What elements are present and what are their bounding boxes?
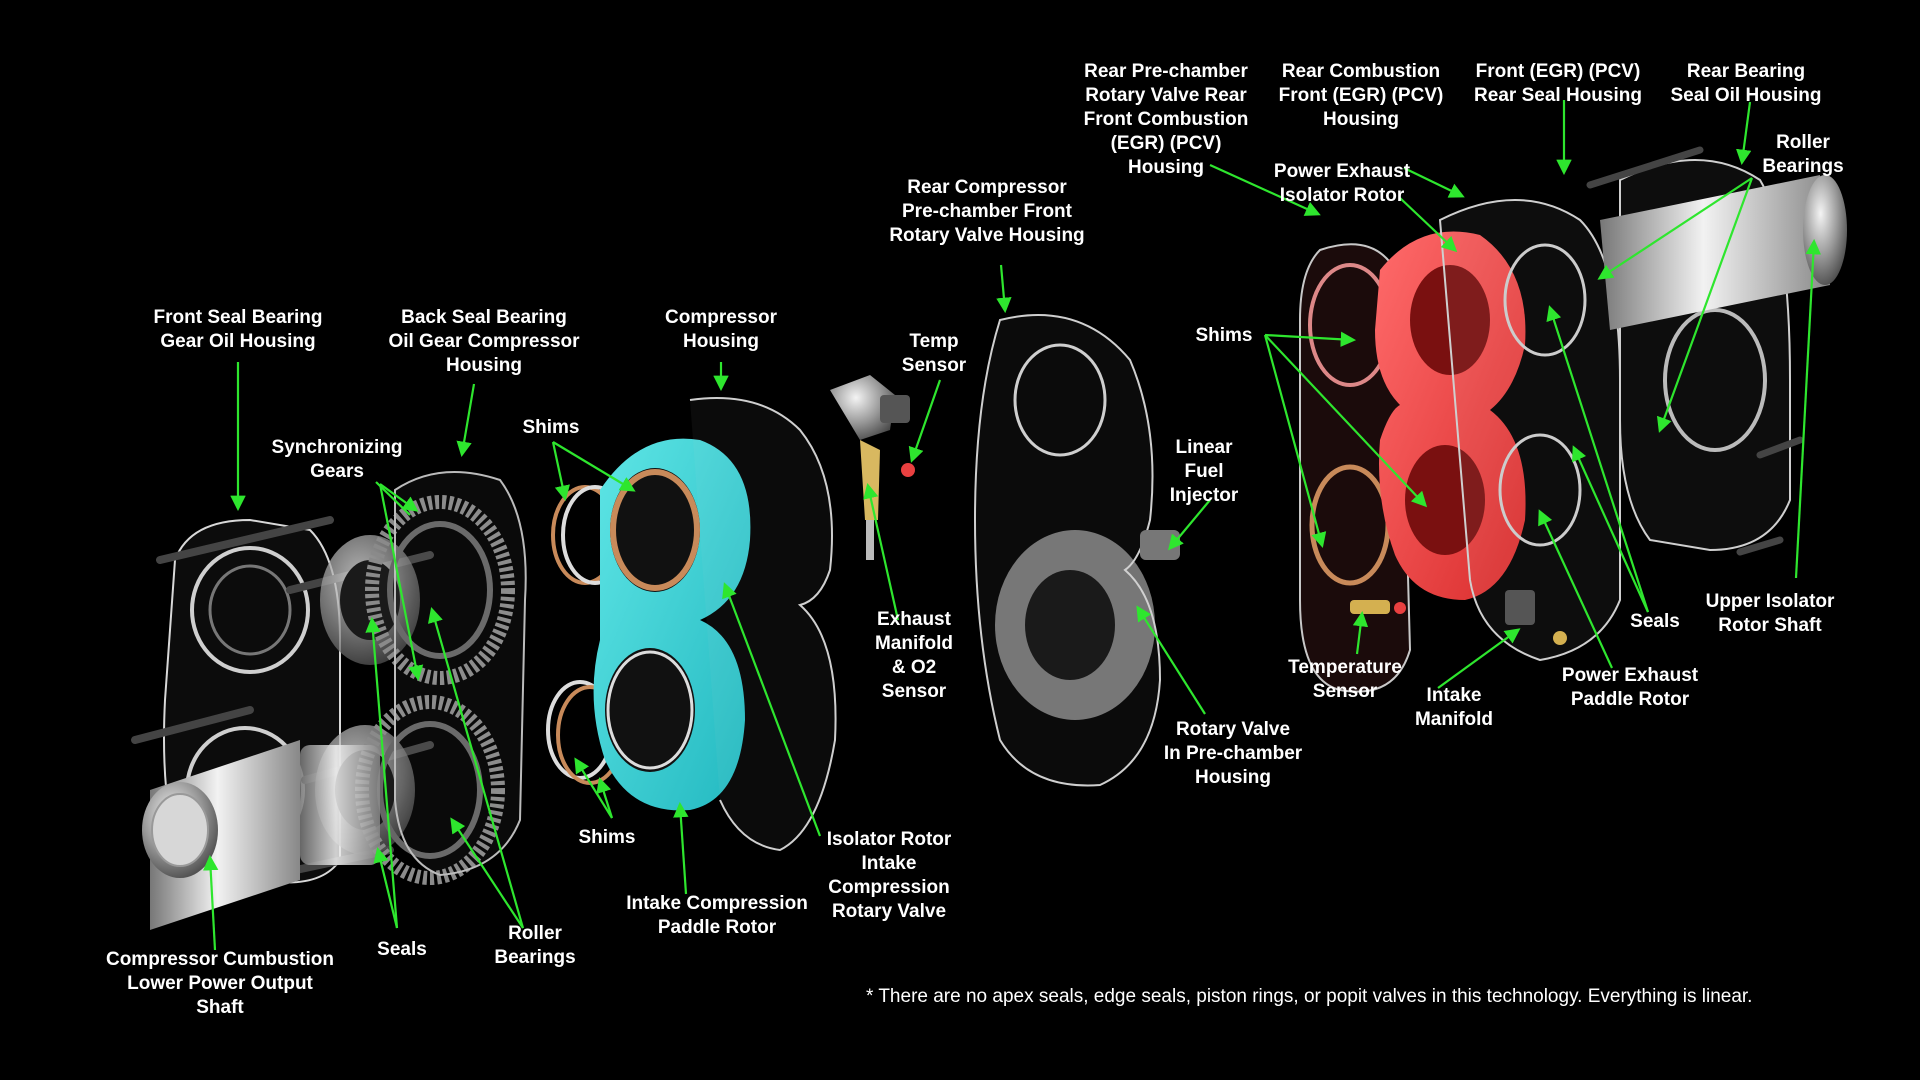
label-compressor-housing: Compressor Housing: [665, 307, 777, 352]
compressor-housing-part: [689, 397, 837, 852]
label-rear-compressor: Rear Compressor Pre-chamber Front Rotary…: [889, 177, 1085, 246]
intake-compression-paddle-rotor: [593, 438, 751, 811]
label-exhaust-manifold: Exhaust Manifold & O2 Sensor: [874, 609, 954, 702]
rear-compressor-housing-part: [973, 314, 1180, 787]
label-synchronizing-gears: Synchronizing Gears: [271, 437, 403, 482]
label-linear-fuel-injector: Linear Fuel Injector: [1169, 437, 1239, 506]
label-compressor-combustion: Compressor Cumbustion Lower Power Output…: [105, 949, 335, 1018]
leader-lines: [202, 100, 1822, 951]
label-power-exhaust-paddle: Power Exhaust Paddle Rotor: [1561, 665, 1699, 710]
label-temp-sensor: Temp Sensor: [901, 331, 967, 376]
label-front-seal-bearing: Front Seal Bearing Gear Oil Housing: [153, 307, 323, 352]
temperature-sensor-part: [1350, 600, 1406, 614]
power-exhaust-isolator-rotor: [1375, 231, 1526, 600]
label-seals-right: Seals: [1630, 611, 1680, 632]
label-rear-prechamber: Rear Pre-chamber Rotary Valve Rear Front…: [1083, 61, 1249, 178]
exhaust-manifold-part: [860, 440, 880, 560]
label-rotary-valve-prechamber: Rotary Valve In Pre-chamber Housing: [1163, 719, 1303, 788]
label-shims-bottom: Shims: [578, 827, 636, 848]
label-rear-bearing: Rear Bearing Seal Oil Housing: [1670, 61, 1822, 106]
label-shims-right: Shims: [1195, 325, 1253, 346]
bolt-rods-right: [1586, 146, 1804, 556]
label-temperature-sensor: Temperature Sensor: [1288, 657, 1402, 702]
back-seal-bearing-housing: [394, 471, 527, 877]
label-back-seal-bearing: Back Seal Bearing Oil Gear Compressor Ho…: [388, 307, 580, 376]
label-intake-manifold: Intake Manifold: [1414, 685, 1494, 730]
lower-power-output-shaft: [142, 740, 380, 930]
label-intake-compression: Intake Compression Paddle Rotor: [626, 893, 808, 938]
label-shims-top: Shims: [522, 417, 580, 438]
label-roller-bearings-right: Roller Bearings: [1762, 132, 1844, 177]
label-rear-combustion: Rear Combustion Front (EGR) (PCV) Housin…: [1278, 61, 1444, 130]
footnote: * There are no apex seals, edge seals, p…: [866, 986, 1753, 1007]
label-roller-bearings-left: Roller Bearings: [494, 923, 576, 968]
temp-sensor-part: [830, 375, 915, 477]
label-power-exhaust-isolator: Power Exhaust Isolator Rotor: [1273, 161, 1411, 206]
label-seals-left: Seals: [377, 939, 427, 960]
label-isolator-rotor: Isolator Rotor Intake Compression Rotary…: [826, 829, 952, 922]
intake-manifold-part: [1505, 590, 1567, 645]
label-front-egr: Front (EGR) (PCV) Rear Seal Housing: [1474, 61, 1642, 106]
label-upper-isolator: Upper Isolator Rotor Shaft: [1705, 591, 1835, 636]
